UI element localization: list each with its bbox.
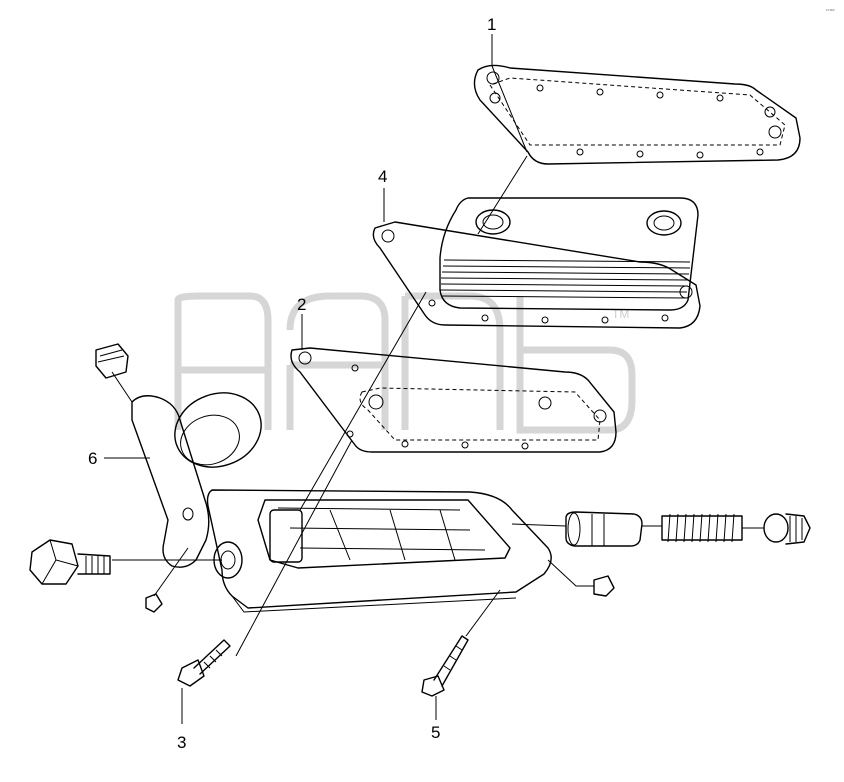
filter-head-housing (131, 392, 552, 613)
corner-mark: ᶜʳᵒᵒ (826, 8, 835, 15)
bolt-left (177, 639, 231, 687)
oil-cooler-core (372, 197, 701, 329)
callout-4: 4 (378, 167, 388, 186)
gasket-top (473, 64, 801, 165)
callout-1: 1 (487, 15, 497, 34)
watermark-logo: TM (174, 292, 636, 434)
regulator-spring (661, 513, 743, 543)
leader-lines (104, 34, 764, 724)
hex-fitting (29, 539, 111, 585)
callout-2: 2 (297, 295, 307, 314)
small-nut (145, 593, 163, 613)
callout-6: 6 (88, 449, 98, 468)
regulator-plunger (565, 511, 643, 547)
cap-plug (95, 343, 129, 379)
threaded-plug (763, 513, 811, 545)
callout-5: 5 (431, 723, 441, 742)
gasket-middle (290, 347, 617, 453)
watermark-tm: TM (612, 307, 629, 321)
bolt-right (421, 635, 469, 697)
callout-3: 3 (177, 733, 187, 752)
small-clip (593, 575, 615, 597)
